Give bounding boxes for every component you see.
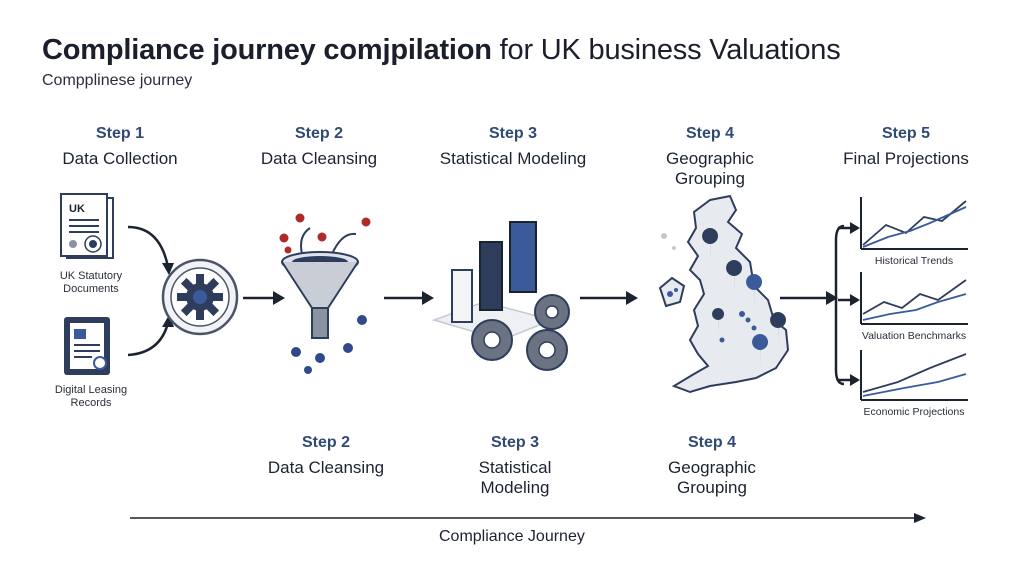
bar-light: [451, 269, 473, 323]
chart-caption: Economic Projections: [863, 406, 965, 418]
flow-arrow: [384, 291, 434, 305]
step-number: Step 2: [294, 125, 343, 142]
step-name: Geographic Grouping: [666, 149, 754, 188]
valuation-benchmarks-chart: [860, 272, 968, 325]
page-subtitle: Compplinese journey: [42, 72, 193, 89]
step-number: Step 2: [301, 434, 350, 451]
label-line: UK Statutory: [59, 270, 123, 282]
step-number: Step 3: [488, 125, 537, 142]
location-pin-icon: [702, 228, 719, 262]
step-heading-3: Step 3 Statistical Modeling: [413, 124, 613, 169]
step-name: Data Cleansing: [267, 458, 385, 477]
step-name: Data Cleansing: [260, 149, 378, 168]
step-number: Step 5: [881, 125, 930, 142]
statutory-documents-label: UK Statutory Documents: [36, 270, 146, 296]
step-heading-5: Step 5 Final Projections: [806, 124, 1006, 169]
doc-tag: UK: [69, 203, 85, 215]
step-name: Final Projections: [843, 149, 969, 168]
chart-caption: Historical Trends: [874, 255, 954, 267]
statutory-documents-icon: UK: [60, 193, 114, 259]
merge-arrows: [127, 225, 174, 357]
location-pin-icon: [770, 312, 787, 346]
flow-arrow: [580, 291, 638, 305]
page-title: Compliance journey comjpilation for UK b…: [42, 34, 841, 67]
leasing-records-icon: [64, 317, 110, 375]
title-rest: for UK business Valuations: [491, 34, 841, 66]
title-bold: Compliance journey comjpilation: [42, 34, 492, 66]
label-line: Documents: [63, 283, 119, 295]
bar-dark: [479, 241, 503, 311]
step-heading-4: Step 4 Geographic Grouping: [610, 124, 810, 189]
step-heading-1: Step 1 Data Collection: [20, 124, 220, 169]
step-number: Step 4: [687, 434, 736, 451]
economic-projections-chart: [860, 350, 968, 401]
journey-timeline-arrow: [130, 513, 926, 523]
projection-bracket: [834, 222, 860, 386]
flow-arrow: [243, 291, 285, 305]
uk-map-icon: [658, 194, 790, 394]
step-name: Data Collection: [62, 149, 178, 168]
flow-arrow: [780, 291, 838, 305]
bar-blue: [509, 221, 537, 293]
step-number: Step 3: [490, 434, 539, 451]
location-pin-icon: [726, 260, 743, 294]
label-line: Records: [70, 397, 112, 409]
step-lower-heading-3: Step 3 Statistical Modeling: [415, 433, 615, 498]
label-line: Digital Leasing: [54, 384, 128, 396]
funnel-icon: [279, 213, 371, 374]
journey-label: Compliance Journey: [439, 528, 585, 545]
leasing-records-label: Digital Leasing Records: [36, 384, 146, 410]
processing-gear-icon: [161, 258, 239, 336]
location-pin-icon: [746, 274, 763, 308]
historical-trends-chart: [860, 197, 968, 250]
location-pin-icon: [712, 308, 725, 334]
step-name: Statistical Modeling: [439, 149, 587, 168]
step-number: Step 1: [95, 125, 144, 142]
step-lower-heading-2: Step 2 Data Cleansing: [226, 433, 426, 478]
step-lower-heading-4: Step 4 Geographic Grouping: [612, 433, 812, 498]
step-name: Geographic Grouping: [668, 458, 756, 497]
statistical-model-icon: [431, 221, 570, 371]
location-pin-icon: [752, 334, 769, 368]
chart-caption: Valuation Benchmarks: [861, 330, 967, 342]
step-number: Step 4: [685, 125, 734, 142]
step-heading-2: Step 2 Data Cleansing: [219, 124, 419, 169]
step-name: Statistical Modeling: [478, 458, 552, 497]
